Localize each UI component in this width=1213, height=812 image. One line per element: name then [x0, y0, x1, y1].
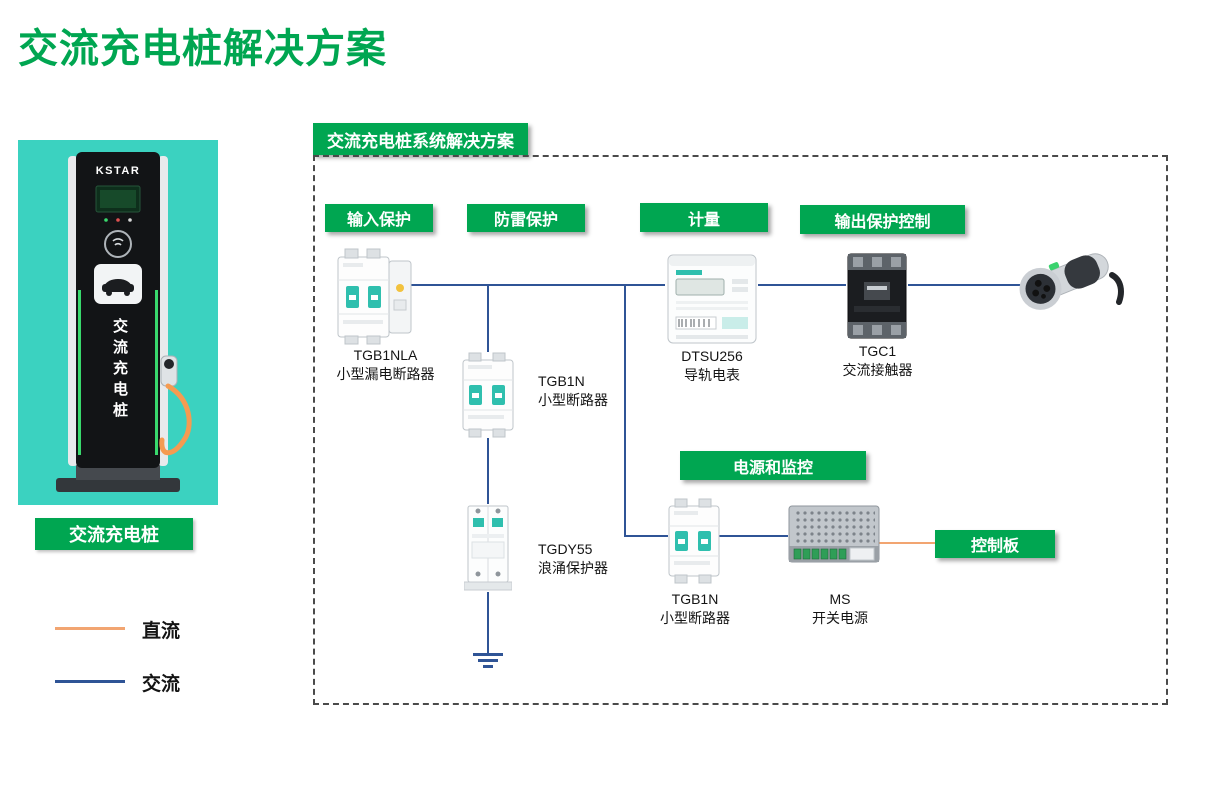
meter-image — [666, 253, 758, 345]
breaker-main-model: TGB1NLA — [353, 347, 418, 363]
ac-line-breaker-to-psu — [719, 535, 788, 537]
dc-line-psu-to-control — [878, 542, 935, 544]
ground-icon — [483, 665, 493, 668]
ground-icon — [473, 653, 503, 656]
spd-name: 浪涌保护器 — [538, 559, 608, 576]
ac-line-to-aux-breaker — [624, 535, 668, 537]
ac-line-main-3 — [908, 284, 1023, 286]
breaker-mid-name: 小型断路器 — [538, 391, 608, 408]
breaker-main-image — [337, 248, 412, 345]
ground-icon — [478, 659, 498, 662]
contactor-model: TGC1 — [858, 343, 897, 359]
breaker-aux-label: TGB1N 小型断路器 — [640, 590, 750, 628]
breaker-main-name: 小型漏电断路器 — [336, 365, 435, 382]
meter-model: DTSU256 — [681, 348, 743, 364]
psu-model: MS — [829, 591, 851, 607]
psu-label: MS 开关电源 — [795, 590, 885, 628]
charging-gun-image — [1015, 245, 1125, 330]
legend-dc-line — [55, 627, 125, 630]
spd-label: TGDY55 浪涌保护器 — [538, 540, 668, 578]
brand-text: KSTAR — [96, 165, 141, 177]
diagram-boundary — [313, 155, 1168, 705]
legend-dc-label: 直流 — [142, 621, 181, 642]
ac-line-main-1 — [411, 284, 665, 286]
ac-line-spd-to-ground — [487, 592, 489, 654]
product-caption: 交流充电桩 — [35, 518, 193, 550]
breaker-main-label: TGB1NLA 小型漏电断路器 — [318, 346, 453, 384]
meter-label: DTSU256 导轨电表 — [666, 347, 758, 385]
ac-line-main-2 — [758, 284, 846, 286]
breaker-aux-name: 小型断路器 — [660, 609, 730, 626]
label-power-monitoring: 电源和监控 — [680, 451, 866, 480]
tower-vertical-text: 交流充电桩 — [111, 318, 128, 423]
diagram-title: 交流充电桩系统解决方案 — [313, 123, 528, 155]
label-surge-protection: 防雷保护 — [467, 204, 585, 232]
legend-ac-line — [55, 680, 125, 683]
ac-line-breaker-to-spd — [487, 438, 489, 504]
legend-ac-label: 交流 — [142, 674, 181, 695]
ac-line-drop-power — [624, 284, 626, 537]
psu-image — [788, 503, 880, 573]
contactor-image — [846, 252, 908, 340]
charging-cable — [159, 383, 192, 456]
label-output-protection: 输出保护控制 — [800, 205, 965, 234]
page-title: 交流充电桩解决方案 — [18, 27, 387, 71]
contactor-name: 交流接触器 — [842, 361, 913, 378]
label-input-protection: 输入保护 — [325, 204, 433, 232]
meter-name: 导轨电表 — [684, 366, 740, 383]
label-metering: 计量 — [640, 203, 768, 232]
car-icon — [102, 279, 134, 296]
breaker-mid-model: TGB1N — [538, 373, 585, 389]
breaker-mid-label: TGB1N 小型断路器 — [538, 372, 668, 410]
breaker-aux-model: TGB1N — [671, 591, 719, 607]
label-control-board: 控制板 — [935, 530, 1055, 558]
contactor-label: TGC1 交流接触器 — [820, 342, 935, 380]
product-image-card: KSTAR — [18, 140, 218, 505]
breaker-mid-image — [462, 352, 514, 438]
breaker-aux-image — [668, 498, 720, 584]
psu-name: 开关电源 — [812, 609, 868, 626]
charging-station-illustration: KSTAR — [56, 152, 192, 492]
spd-model: TGDY55 — [538, 541, 593, 557]
spd-image — [464, 504, 512, 592]
ac-line-drop-breaker — [487, 284, 489, 352]
